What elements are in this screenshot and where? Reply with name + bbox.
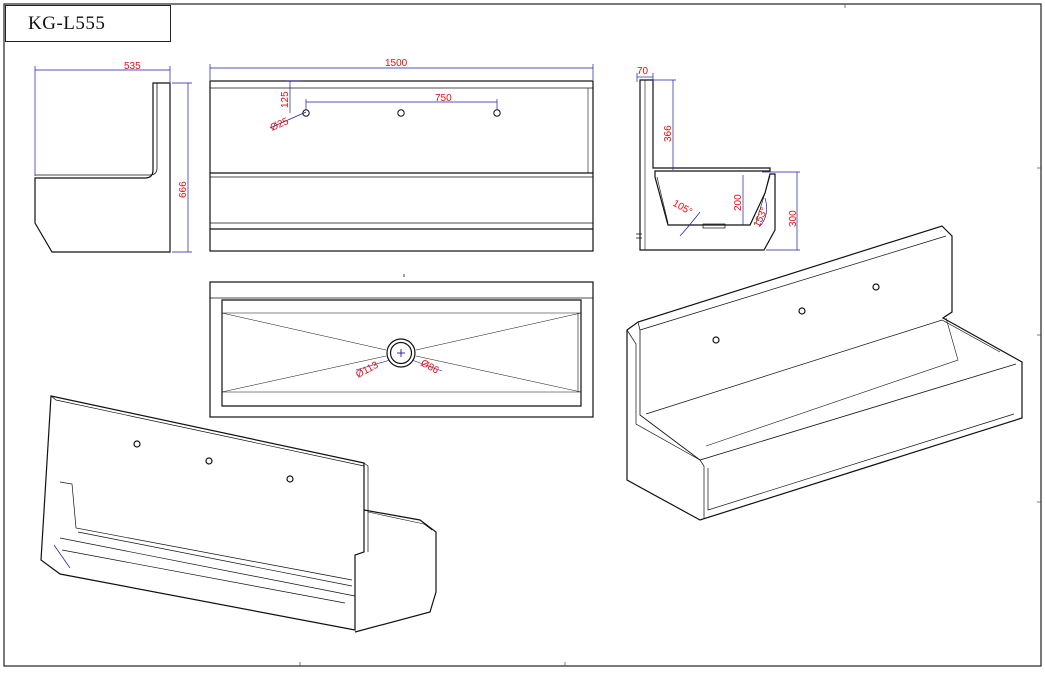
front-view-holes xyxy=(302,109,501,117)
dim-section-height: 366 xyxy=(663,125,674,142)
dim-side-width: 535 xyxy=(124,61,141,72)
dim-basin-height: 300 xyxy=(788,210,799,227)
iso-front-hole-right xyxy=(872,283,880,291)
front-view-dimensions xyxy=(209,64,594,129)
section-view xyxy=(636,79,776,251)
iso-view-front xyxy=(626,225,1023,521)
side-view-dimensions xyxy=(34,66,192,253)
model-title: KG-L555 xyxy=(28,13,106,34)
drain-center-mark xyxy=(355,349,443,372)
iso-front-hole-middle xyxy=(798,307,806,315)
dim-basin-depth: 200 xyxy=(733,194,744,211)
dim-side-height: 666 xyxy=(178,181,189,198)
drain-outer-ring xyxy=(386,338,416,368)
iso-rear-hole-right xyxy=(286,475,294,483)
faucet-hole-right xyxy=(493,109,501,117)
iso-view-rear xyxy=(40,395,437,633)
title-block: KG-L555 xyxy=(5,5,171,42)
front-view xyxy=(209,80,594,252)
sheet-border xyxy=(3,3,1042,667)
section-view-dimensions xyxy=(636,73,800,251)
dim-drain-outer: Ø113 xyxy=(354,360,380,381)
dim-angle-right: 153° xyxy=(752,206,771,229)
iso-rear-hole-middle xyxy=(205,457,213,465)
faucet-hole-middle xyxy=(397,109,405,117)
dim-section-top: 70 xyxy=(637,66,649,77)
dim-front-width: 1500 xyxy=(385,58,408,69)
dim-angle-left: 105° xyxy=(671,198,694,218)
dim-hole-diameter: Ø25 xyxy=(269,116,291,134)
side-view xyxy=(34,82,171,253)
top-view xyxy=(209,274,594,418)
iso-rear-hole-left xyxy=(133,440,141,448)
border-ticks xyxy=(299,4,1041,666)
iso-front-hole-left xyxy=(712,336,720,344)
dim-hole-offset: 125 xyxy=(280,91,291,108)
drain-inner-ring xyxy=(389,341,413,365)
dim-hole-spacing: 750 xyxy=(435,93,452,104)
